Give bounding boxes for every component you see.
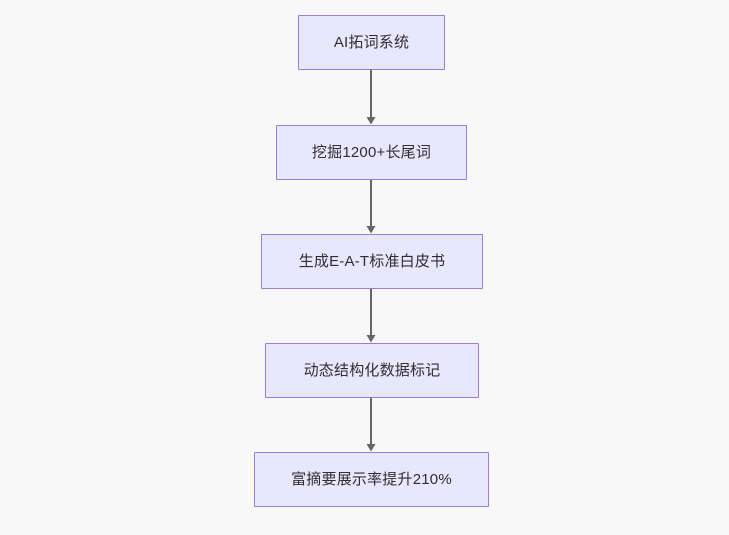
flow-node[interactable]: AI拓词系统 [298,15,445,70]
flow-edge [364,398,378,452]
flow-node-label: 动态结构化数据标记 [303,361,441,379]
flow-node-label: 生成E-A-T标准白皮书 [298,252,446,270]
flow-node-label: AI拓词系统 [333,33,410,51]
arrow-down-icon [366,226,376,234]
flow-node[interactable]: 生成E-A-T标准白皮书 [261,234,483,289]
flow-edge [364,70,378,125]
flow-edge [364,289,378,343]
arrow-down-icon [366,335,376,343]
flow-node-label: 富摘要展示率提升210% [291,470,452,488]
arrow-down-icon [366,117,376,125]
flow-node-label: 挖掘1200+长尾词 [311,143,432,161]
flow-edge [364,180,378,234]
flow-node[interactable]: 动态结构化数据标记 [265,343,479,398]
flow-node[interactable]: 富摘要展示率提升210% [254,452,489,507]
flow-node[interactable]: 挖掘1200+长尾词 [276,125,467,180]
arrow-down-icon [366,444,376,452]
